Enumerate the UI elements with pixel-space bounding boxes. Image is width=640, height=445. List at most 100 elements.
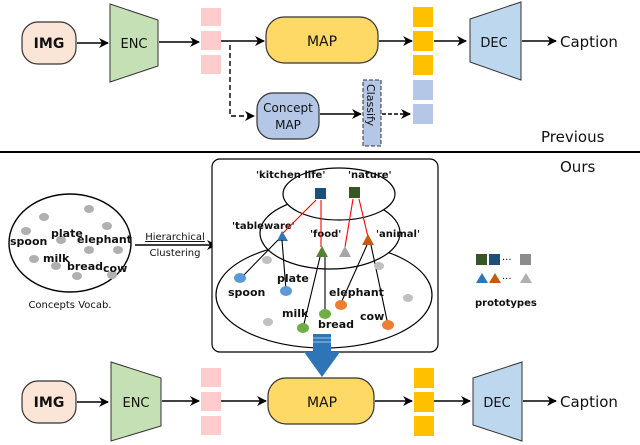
token-gold [413, 7, 433, 27]
legend-square-green [476, 254, 487, 265]
token-pink [201, 392, 221, 411]
token-pink [201, 31, 221, 50]
clustering-label-2: Clustering [150, 248, 201, 259]
red-link [344, 198, 354, 248]
top-level-ellipse [282, 167, 396, 221]
leaf-dot-milk [297, 323, 309, 333]
vocab-dot [84, 246, 94, 254]
leaf-link [370, 244, 389, 326]
leaf-word-milk: milk [282, 307, 309, 320]
vocab-dot [84, 205, 94, 213]
vocab-word: milk [43, 252, 70, 265]
prototype-triangle-orange [362, 234, 374, 245]
map-box [265, 16, 379, 64]
leaf-word-plate: plate [277, 272, 309, 285]
vocab-dot [56, 236, 66, 244]
mid-label-tableware: 'tableware' [232, 221, 295, 232]
encoder-trapezoid [110, 361, 162, 442]
leaf-dot-cow [382, 320, 394, 330]
prototype-triangle-blue [277, 231, 288, 241]
leaf-word-elephant: elephant [329, 286, 384, 299]
enc-label: ENC [122, 396, 149, 411]
hierarchy-panel: 'kitchen life' 'nature' 'tableware' 'foo… [211, 158, 439, 353]
map-label: MAP [307, 34, 337, 50]
red-links [282, 198, 369, 248]
leaf-gray-dots [262, 256, 413, 326]
vocab-word: spoon [10, 235, 47, 248]
top-label-nature: 'nature' [348, 170, 392, 181]
leaf-link [240, 239, 279, 279]
mid-label-food: 'food' [310, 229, 341, 240]
vocab-dot [21, 227, 31, 235]
vocab-dot [102, 222, 112, 230]
classify-label: Classify [364, 84, 377, 127]
clustering-label-1: Hierarchical [145, 232, 205, 243]
leaf-link [302, 256, 321, 329]
leaf-dot-plate [280, 286, 292, 296]
section-label-previous: Previous [541, 128, 605, 146]
leaf-word-cow: cow [360, 310, 384, 323]
vocab-title: Concepts Vocab. [28, 300, 111, 311]
vocab-dot [113, 246, 123, 254]
img-label: IMG [34, 395, 65, 411]
map-box [267, 377, 375, 425]
classify-box [362, 79, 382, 147]
concept-map-label-1: Concept [263, 101, 313, 115]
enc-label: ENC [120, 37, 147, 52]
leaf-word-bread: bread [318, 318, 354, 331]
previous-pipeline: IMG ENC MAP Concept MAP Classify DEC Cap… [21, 1, 618, 147]
vocab-word: cow [103, 262, 127, 275]
vocab-dot [72, 272, 82, 280]
mid-label-animal: 'animal' [376, 229, 420, 240]
legend-triangle-orange [489, 273, 501, 283]
caption-label: Caption [560, 393, 618, 411]
img-box [21, 21, 77, 65]
legend-triangle-gray [520, 273, 532, 283]
token-pink [201, 55, 221, 74]
prototypes-legend: ··· ··· prototypes [475, 254, 537, 309]
caption-label: Caption [560, 33, 618, 51]
token-pink [201, 368, 221, 387]
big-down-arrow [304, 334, 340, 377]
vocab-dot [107, 271, 117, 279]
prototype-square-green [349, 187, 360, 198]
vocab-dot [29, 255, 39, 263]
token-gold [414, 392, 434, 412]
leaf-dot-gray [262, 256, 272, 264]
map-label: MAP [307, 395, 337, 411]
leaf-dot-gray [374, 262, 384, 270]
vocab-word: bread [67, 260, 103, 273]
section-label-ours: Ours [560, 158, 595, 176]
legend-triangle-blue [476, 273, 488, 283]
legend-square-blue [489, 254, 500, 265]
vocab-dot [51, 262, 61, 270]
dec-label: DEC [480, 36, 507, 51]
vocab-word: elephant [77, 233, 132, 246]
leaf-word-spoon: spoon [228, 286, 265, 299]
concept-map-box [256, 92, 320, 140]
red-link [282, 199, 317, 234]
token-pink [201, 8, 221, 26]
leaf-link [340, 244, 368, 304]
vocab-dots [21, 205, 123, 280]
token-blue [413, 104, 433, 124]
ours-pipeline: IMG ENC MAP DEC Caption [21, 361, 618, 442]
legend-ellipsis: ··· [502, 255, 512, 266]
leaf-dot-gray [263, 318, 273, 326]
token-gold [413, 55, 433, 75]
concepts-vocab: spoon plate elephant milk bread cow Conc… [8, 193, 132, 311]
decoder-trapezoid [469, 1, 522, 81]
dec-label: DEC [483, 396, 510, 411]
leaf-dot-gray [403, 294, 413, 302]
token-gold [413, 31, 433, 51]
prototype-triangle-gray [339, 246, 351, 257]
encoder-trapezoid [109, 3, 159, 83]
legend-ellipsis: ··· [502, 274, 512, 285]
prototype-triangle-green [316, 246, 328, 257]
vocab-word: plate [51, 227, 83, 240]
legend-square-gray [520, 254, 531, 265]
leaf-links [240, 239, 389, 329]
token-gold [414, 368, 434, 388]
img-box [21, 380, 77, 424]
